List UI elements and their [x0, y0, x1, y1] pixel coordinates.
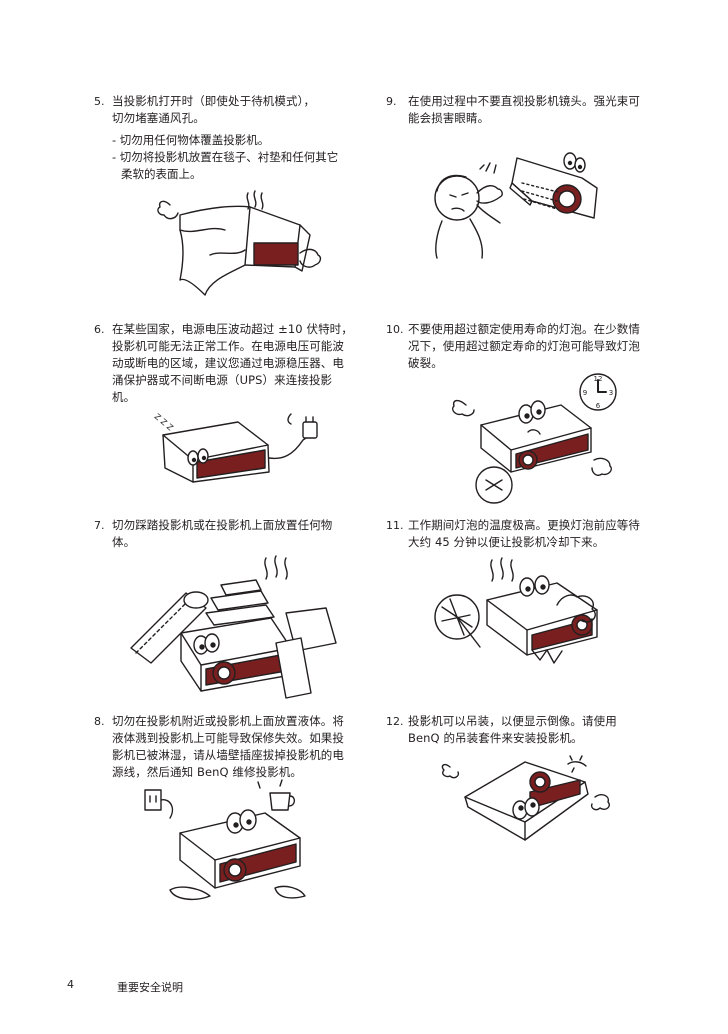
clock-number-6: 6 — [596, 402, 601, 410]
item-number: 7. — [94, 519, 105, 532]
illustration-objects-on-projector — [126, 553, 341, 701]
illustration-eye-hazard — [422, 143, 607, 261]
illustration-projector-covered — [150, 185, 325, 303]
illustration-lamp-life: 12 3 6 9 — [446, 370, 621, 510]
section-title: 重要安全说明 — [117, 981, 183, 994]
item-text: 切勿在投影机附近或投影机上面放置液体。将 液体溅到投影机上可能导致保修失效。如果… — [112, 714, 344, 779]
item-text: 不要使用超过额定使用寿命的灯泡。在少数情 况下，使用超过额定寿命的灯泡可能导致灯… — [408, 322, 640, 370]
item-number: 9. — [386, 95, 397, 108]
illustration-power-supply: Z Z Z — [153, 410, 328, 490]
illustration-ceiling-mount — [440, 752, 620, 852]
item-text: 投影机可以吊装，以便显示倒像。请使用 BenQ 的吊装套件来安装投影机。 — [408, 714, 617, 745]
item-text: 工作期间灯泡的温度极高。更换灯泡前应等待 大约 45 分钟以便让投影机冷却下来。 — [408, 518, 640, 549]
item-number: 5. — [94, 95, 105, 108]
item-text: 切勿踩踏投影机或在投影机上面放置任何物 体。 — [112, 518, 333, 549]
instruction-item-10: 10. 不要使用超过额定使用寿命的灯泡。在少数情 况下，使用超过额定寿命的灯泡可… — [386, 321, 686, 372]
item-number: 12. — [386, 715, 404, 728]
item-text: 当投影机打开时（即使处于待机模式）， 切勿堵塞通风孔。 — [112, 94, 316, 125]
clock-number-3: 3 — [609, 389, 613, 397]
item-number: 6. — [94, 323, 105, 336]
illustration-liquid-hazard — [140, 778, 320, 908]
instruction-item-7: 7. 切勿踩踏投影机或在投影机上面放置任何物 体。 — [94, 517, 394, 551]
clock-number-9: 9 — [583, 389, 587, 397]
instruction-item-8: 8. 切勿在投影机附近或投影机上面放置液体。将 液体溅到投影机上可能导致保修失效… — [94, 713, 394, 781]
item-subpoints: - 切勿用任何物体覆盖投影机。 - 切勿将投影机放置在毯子、衬垫和任何其它 柔软… — [112, 133, 339, 181]
item-number: 8. — [94, 715, 105, 728]
page-number: 4 — [67, 978, 74, 991]
clock-number-12: 12 — [594, 375, 603, 383]
item-number: 11. — [386, 519, 404, 532]
instruction-item-11: 11. 工作期间灯泡的温度极高。更换灯泡前应等待 大约 45 分钟以便让投影机冷… — [386, 517, 686, 551]
item-text: 在某些国家，电源电压波动超过 ±10 伏特时， 投影机可能无法正常工作。在电源电… — [112, 322, 353, 404]
instruction-item-5: 5. 当投影机打开时（即使处于待机模式）， 切勿堵塞通风孔。 - 切勿用任何物体… — [94, 93, 394, 183]
zzz-label: Z Z Z — [153, 412, 175, 433]
illustration-hot-lamp — [432, 555, 617, 670]
instruction-item-12: 12. 投影机可以吊装，以便显示倒像。请使用 BenQ 的吊装套件来安装投影机。 — [386, 713, 686, 747]
instruction-item-6: 6. 在某些国家，电源电压波动超过 ±10 伏特时， 投影机可能无法正常工作。在… — [94, 321, 394, 406]
item-text: 在使用过程中不要直视投影机镜头。强光束可 能会损害眼睛。 — [408, 94, 640, 125]
instruction-item-9: 9. 在使用过程中不要直视投影机镜头。强光束可 能会损害眼睛。 — [386, 93, 686, 127]
item-number: 10. — [386, 323, 404, 336]
